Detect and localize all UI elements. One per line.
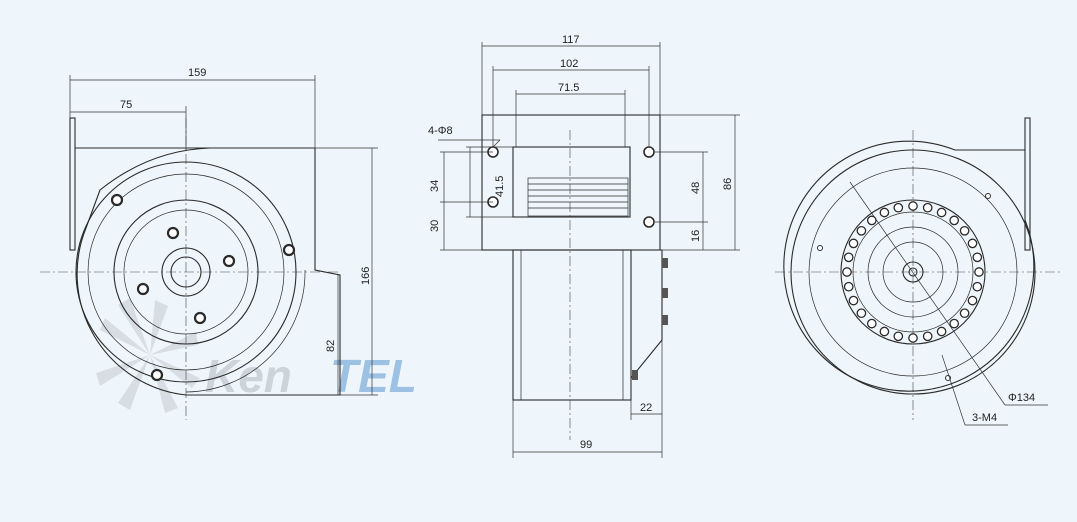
dim-102: 102	[560, 58, 578, 70]
rotor-hole	[893, 202, 904, 213]
dim-34: 34	[429, 180, 441, 192]
dim-75: 75	[120, 99, 132, 111]
fan-logo-icon	[96, 298, 200, 413]
rotor-hole	[856, 225, 867, 236]
thread-callout: 3-M4	[972, 412, 997, 424]
rotor-hole	[967, 238, 978, 249]
rotor-balance-holes	[842, 201, 984, 343]
dim-48: 48	[690, 182, 702, 194]
rotor-hole	[893, 331, 904, 342]
rotor-hole	[856, 308, 867, 319]
rotor-hole	[949, 215, 960, 226]
rotor-hole	[866, 318, 877, 329]
dim-159: 159	[188, 67, 206, 79]
impeller-blades	[528, 183, 628, 209]
watermark-text-ken: Ken	[205, 350, 292, 402]
watermark-text-tel: TEL	[330, 350, 417, 402]
dim-16: 16	[690, 230, 702, 242]
rotor-hole	[972, 281, 983, 292]
front-mounting-holes	[110, 193, 296, 382]
rotor-hole	[848, 295, 859, 306]
rear-view: Φ134 3-M4	[775, 117, 1060, 426]
rotor-hole	[967, 295, 978, 306]
rotor-hole	[922, 202, 933, 213]
rotor-hole	[908, 201, 918, 211]
diameter-callout: Φ134	[1008, 392, 1035, 404]
dim-99: 99	[580, 439, 592, 451]
rotor-hole	[936, 207, 947, 218]
rotor-hole	[949, 318, 960, 329]
rotor-hole	[843, 281, 854, 292]
kentel-watermark: Ken TEL	[96, 298, 417, 413]
dim-86: 86	[722, 178, 734, 190]
rotor-hole	[842, 267, 852, 277]
rotor-hole	[972, 252, 983, 263]
dim-71-5: 71.5	[558, 82, 579, 94]
rotor-hole	[936, 326, 947, 337]
rotor-hole	[974, 267, 984, 277]
motor-terminals	[632, 258, 668, 380]
side-view: 117 102 71.5 4-Φ8 34 30 41.5 48 16 86	[428, 34, 740, 458]
rotor-hole	[959, 308, 970, 319]
dim-30: 30	[429, 220, 441, 232]
dim-166: 166	[360, 267, 372, 285]
hole-callout: 4-Φ8	[428, 125, 453, 137]
rotor-hole	[848, 238, 859, 249]
front-view: 159 75 166 82	[40, 67, 378, 420]
rotor-hole	[879, 326, 890, 337]
rotor-hole	[866, 215, 877, 226]
dim-41-5: 41.5	[494, 176, 506, 197]
dim-117: 117	[562, 34, 580, 46]
rotor-hole	[922, 331, 933, 342]
dim-22: 22	[640, 402, 652, 414]
dim-82: 82	[325, 340, 337, 352]
rotor-hole	[908, 333, 918, 343]
rotor-hole	[959, 225, 970, 236]
rotor-hole	[843, 252, 854, 263]
rotor-hole	[879, 207, 890, 218]
